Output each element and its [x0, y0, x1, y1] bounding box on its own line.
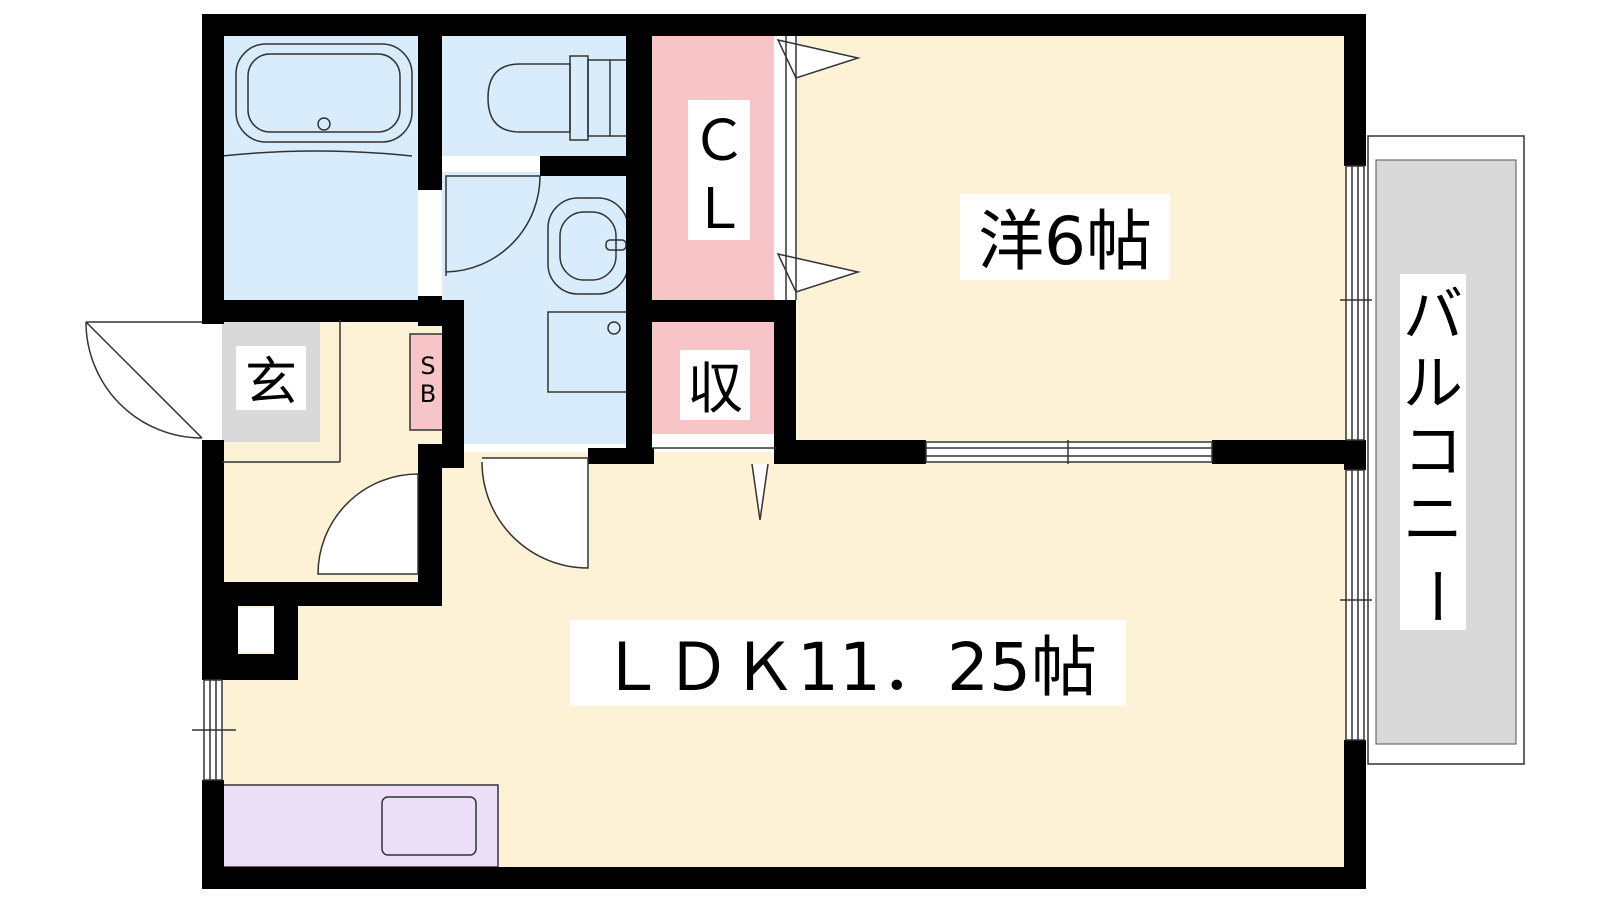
bathroom-floor: [222, 34, 418, 300]
walls: [202, 14, 1366, 889]
hallway-door: [317, 473, 419, 575]
entrance-door: [85, 321, 203, 439]
shoe-box-label-s: S: [420, 352, 435, 380]
outer-wall-left-upper: [202, 14, 224, 324]
western-room-label: 洋6帖: [978, 203, 1152, 280]
washroom-door: [445, 175, 541, 276]
balcony-label-3: コ: [1403, 417, 1463, 487]
shoe-box: [409, 333, 447, 431]
room-labels: 洋6帖 ＬＤＫ11．25帖 Ｃ Ｌ 収 玄 S B バ ル コ ニ ー: [236, 100, 1470, 706]
shoe-box-label-b: B: [420, 380, 436, 408]
toilet-floor: [442, 34, 626, 156]
doors-windows: [85, 36, 1372, 781]
washroom-floor: [442, 172, 626, 444]
outer-wall-right-top: [1344, 14, 1366, 166]
toilet-bowl: [487, 63, 571, 133]
balcony-label-2: ル: [1403, 349, 1463, 419]
entrance-label: 玄: [245, 353, 297, 413]
outer-wall-right-bottom: [1344, 740, 1366, 889]
storage-label: 収: [687, 357, 743, 422]
fixtures: [221, 43, 629, 652]
balcony-label-1: バ: [1403, 281, 1463, 351]
ldk-door: [481, 457, 589, 569]
outer-wall-bottom: [202, 867, 1366, 889]
closet-label-c: Ｃ: [691, 109, 747, 174]
ldk-label: ＬＤＫ11．25帖: [599, 629, 1097, 706]
outer-wall-left-lower: [202, 780, 224, 889]
balcony-label-4: ニ: [1403, 485, 1463, 555]
balcony-label-5: ー: [1400, 566, 1470, 626]
bathtub: [235, 43, 413, 143]
kitchen-sink: [381, 796, 477, 856]
outer-wall-top: [202, 14, 1366, 36]
closet-label-l: Ｌ: [691, 177, 747, 242]
kitchen-counter: [221, 784, 499, 868]
